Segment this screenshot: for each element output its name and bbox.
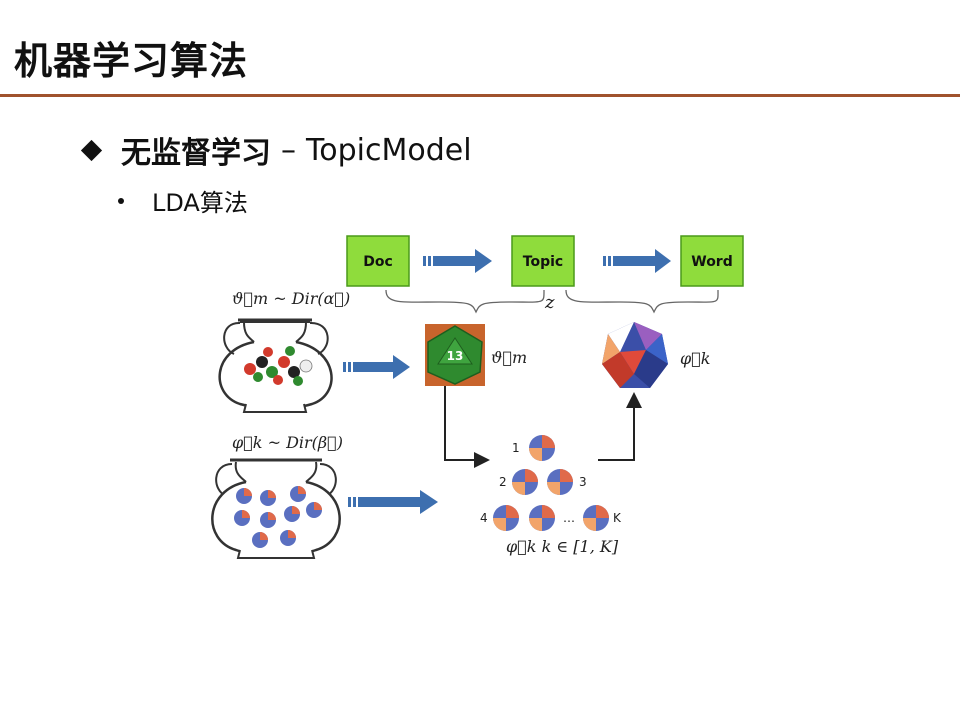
lda-diagram: Doc Topic Word z ϑ⃗m ~ Dir(α⃗): [211, 235, 744, 559]
die-label-1: 1: [512, 441, 520, 455]
diamond-bullet-icon: [80, 139, 103, 161]
topic-dice-set: 1 2 3 4 … K: [480, 435, 622, 531]
vase-to-topic-dice-arrow: [343, 355, 410, 379]
die-label-2: 2: [499, 475, 507, 489]
bullet-main-rest: TopicModel: [306, 132, 472, 168]
topic-dice-down-arrow: [444, 386, 490, 468]
dice-ellipsis: …: [563, 511, 575, 525]
doc-box: Doc: [346, 235, 410, 287]
die-label-k: K: [613, 511, 622, 525]
theta-symbol: ϑ⃗m: [491, 348, 527, 367]
topic-box-label: Topic: [523, 254, 563, 270]
z-label: z: [544, 292, 555, 313]
theta-prior-label: ϑ⃗m ~ Dir(α⃗): [232, 289, 350, 308]
die-5: [529, 505, 555, 531]
left-brace: [385, 289, 545, 314]
doc-box-label: Doc: [363, 254, 393, 270]
die-1: [529, 435, 555, 461]
bullet-sub-text: LDA算法: [152, 189, 248, 217]
die-4: [493, 505, 519, 531]
word-polyhedron: [602, 322, 668, 388]
vase-to-dice-set-arrow: [348, 490, 438, 514]
doc-topic-arrow: [423, 249, 492, 273]
up-to-word-polyhedron-arrow: [598, 392, 642, 461]
d20-face-number: 13: [447, 349, 464, 363]
small-dice-cluster: [234, 486, 322, 548]
die-label-4: 4: [480, 511, 488, 525]
document-vase: [218, 318, 333, 413]
title-underline: [0, 94, 960, 97]
die-2: [512, 469, 538, 495]
bullet-main-separator: –: [281, 132, 296, 168]
bullet-main-strong: 无监督学习: [121, 136, 271, 171]
bullet-main: 无监督学习 – TopicModel: [76, 128, 472, 172]
phi-symbol-top: φ⃗k: [680, 349, 711, 368]
phi-prior-label: φ⃗k ~ Dir(β⃗): [232, 433, 343, 452]
topic-vase: [211, 458, 341, 559]
right-brace: [565, 289, 719, 314]
word-box-label: Word: [691, 254, 733, 270]
die-k: [583, 505, 609, 531]
topic-box: Topic: [511, 235, 575, 287]
topic-word-arrow: [603, 249, 671, 273]
k-range-label: φ⃗k k ∈ [1, K]: [506, 537, 619, 556]
die-3: [547, 469, 573, 495]
bullet-sub: LDA算法: [118, 183, 248, 218]
word-box: Word: [680, 235, 744, 287]
topic-d20-die: 13: [425, 324, 485, 386]
slide-title: 机器学习算法: [14, 39, 249, 83]
dot-bullet-icon: [118, 197, 124, 204]
die-label-3: 3: [579, 475, 587, 489]
